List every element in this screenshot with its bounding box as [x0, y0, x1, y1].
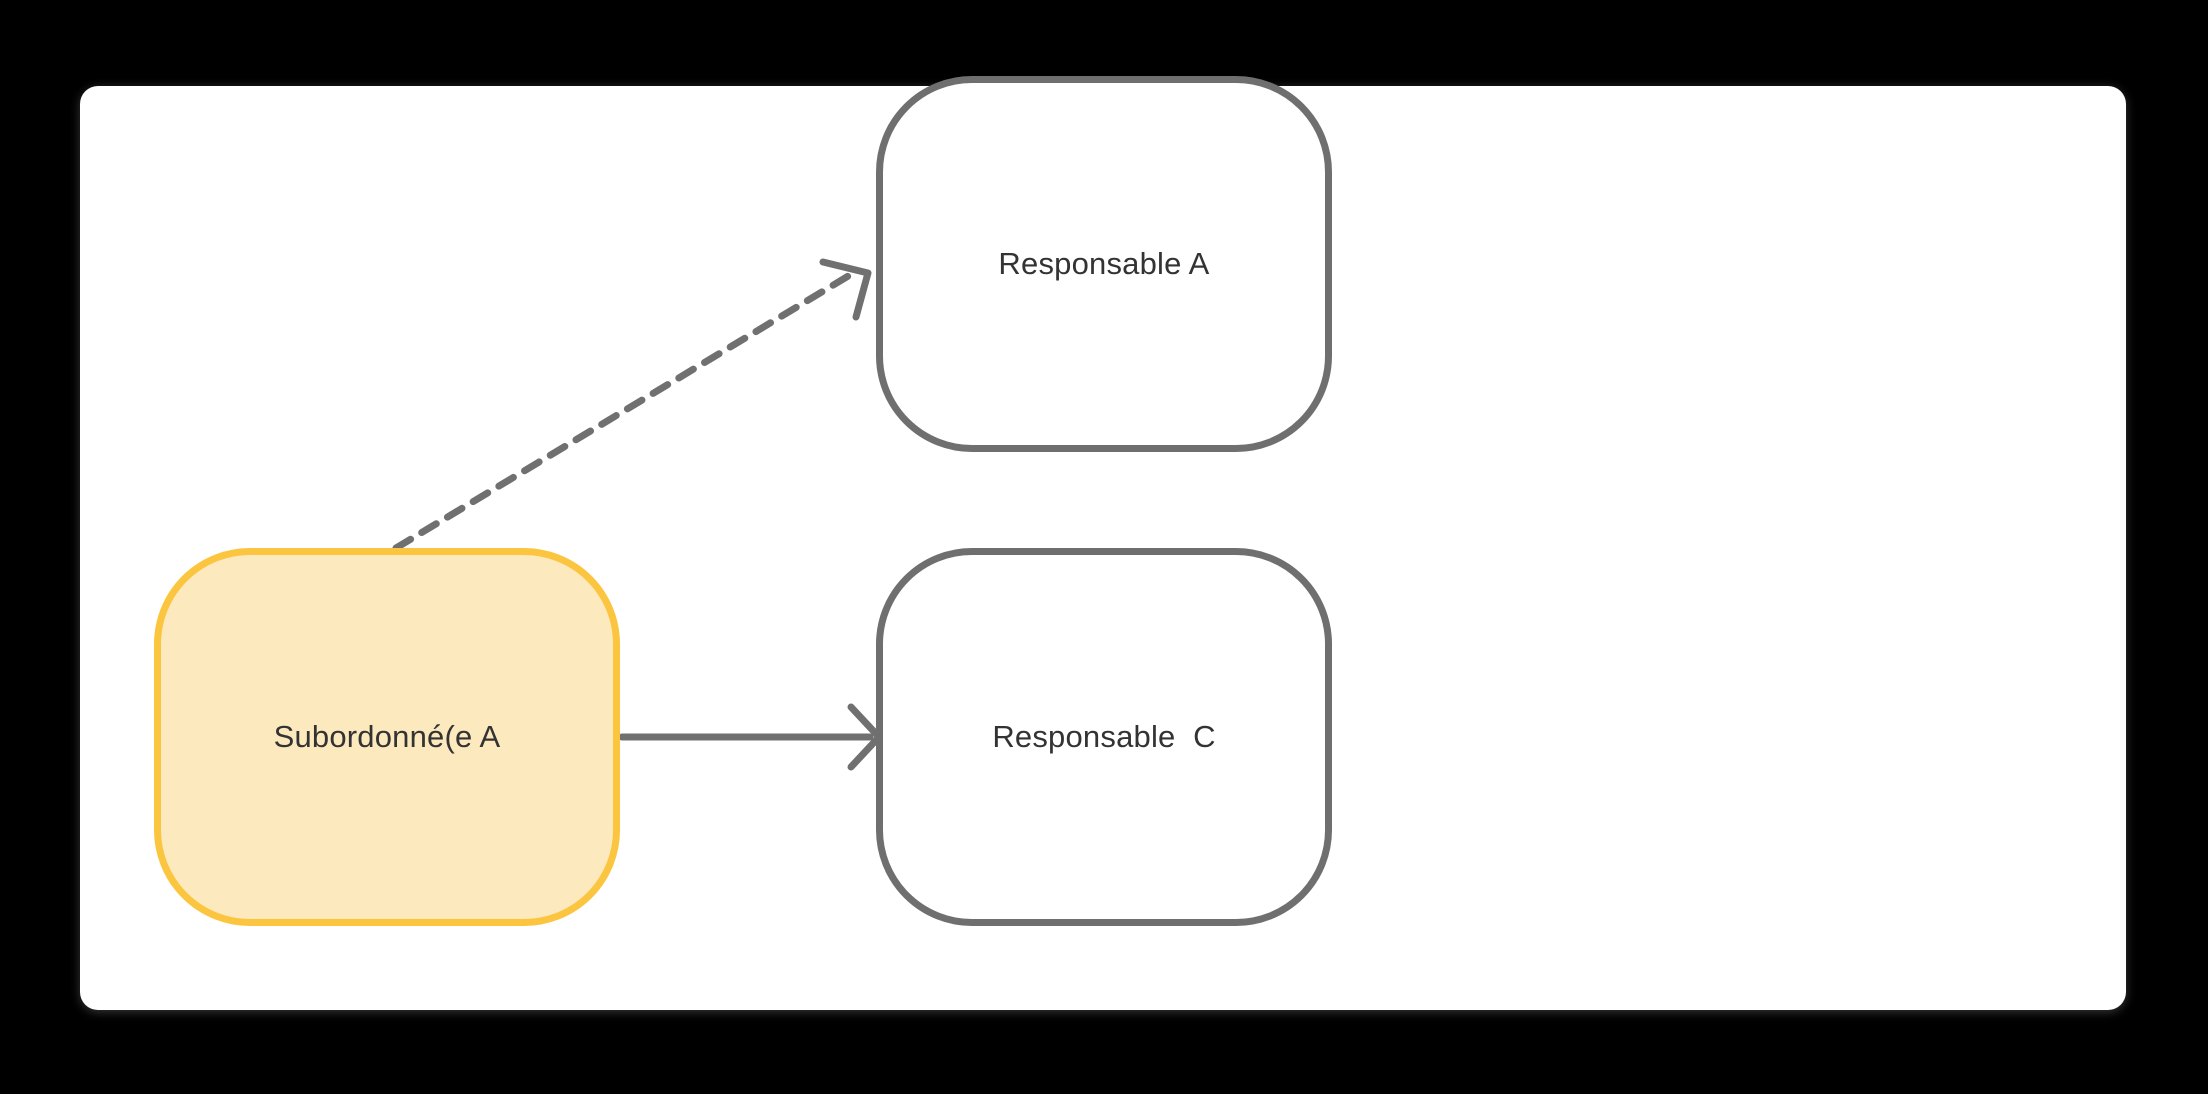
node-label: Responsable C	[992, 719, 1216, 755]
node-label: Subordonné(e A	[273, 719, 501, 755]
node-responsable-c[interactable]: Responsable C	[876, 548, 1332, 926]
node-label: Responsable A	[998, 246, 1210, 282]
node-subordonne-a[interactable]: Subordonné(e A	[154, 548, 620, 926]
node-responsable-a[interactable]: Responsable A	[876, 76, 1332, 452]
